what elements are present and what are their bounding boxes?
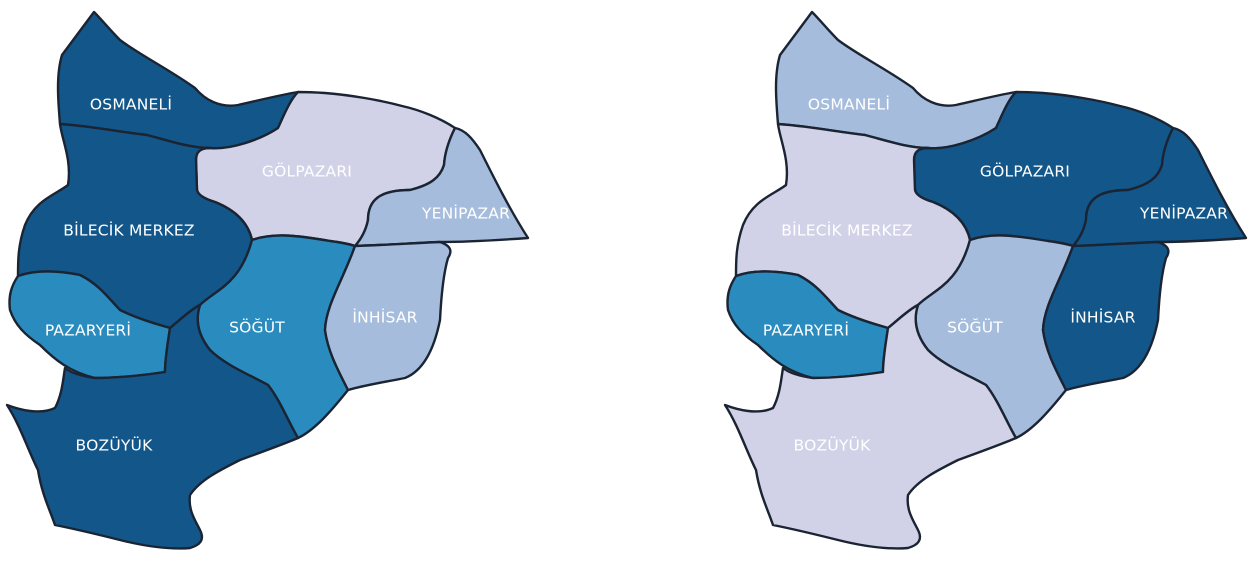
- district-label-golpazari-right: GÖLPAZARI: [980, 162, 1070, 181]
- district-label-golpazari-left: GÖLPAZARI: [262, 162, 352, 181]
- district-inhisar-left[interactable]: [323, 240, 452, 392]
- district-bozuyuk-left[interactable]: [5, 303, 300, 550]
- map-left: OSMANELİ GÖLPAZARI YENİPAZAR BİLECİK MERKEZ…: [5, 10, 530, 550]
- district-label-yenipazar-left: YENİPAZAR: [421, 204, 510, 223]
- district-label-osmaneli-left: OSMANELİ: [90, 95, 172, 114]
- district-label-sogut-left: SÖĞÜT: [229, 318, 285, 337]
- district-label-bilecik-left: BİLECİK MERKEZ: [63, 221, 194, 240]
- district-label-bilecik-right: BİLECİK MERKEZ: [781, 221, 912, 240]
- district-inhisar-right[interactable]: [1041, 240, 1170, 392]
- district-label-pazaryeri-left: PAZARYERİ: [45, 321, 131, 340]
- district-label-pazaryeri-right: PAZARYERİ: [763, 321, 849, 340]
- district-label-inhisar-right: İNHİSAR: [1070, 308, 1135, 327]
- district-label-bozuyuk-right: BOZÜYÜK: [794, 436, 872, 455]
- district-label-osmaneli-right: OSMANELİ: [808, 95, 890, 114]
- district-label-sogut-right: SÖĞÜT: [947, 318, 1003, 337]
- map-right: OSMANELİ GÖLPAZARI YENİPAZAR BİLECİK MERKEZ…: [723, 10, 1248, 550]
- district-label-inhisar-left: İNHİSAR: [352, 308, 417, 327]
- district-bozuyuk-right[interactable]: [723, 303, 1018, 550]
- district-label-bozuyuk-left: BOZÜYÜK: [76, 436, 154, 455]
- district-label-yenipazar-right: YENİPAZAR: [1139, 204, 1228, 223]
